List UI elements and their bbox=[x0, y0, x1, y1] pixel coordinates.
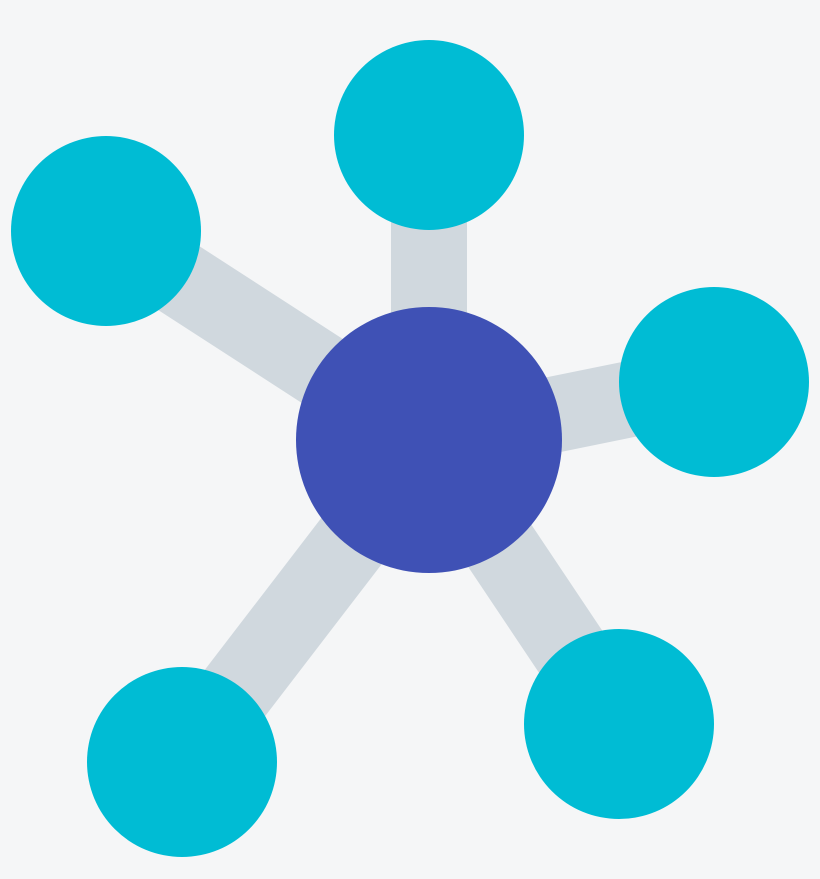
satellite-node-upper-left bbox=[11, 136, 201, 326]
hub-node bbox=[296, 307, 562, 573]
satellite-node-lower-left bbox=[87, 667, 277, 857]
satellite-node-top bbox=[334, 40, 524, 230]
satellite-node-lower-right bbox=[524, 629, 714, 819]
satellites bbox=[11, 40, 809, 857]
satellite-node-right bbox=[619, 287, 809, 477]
